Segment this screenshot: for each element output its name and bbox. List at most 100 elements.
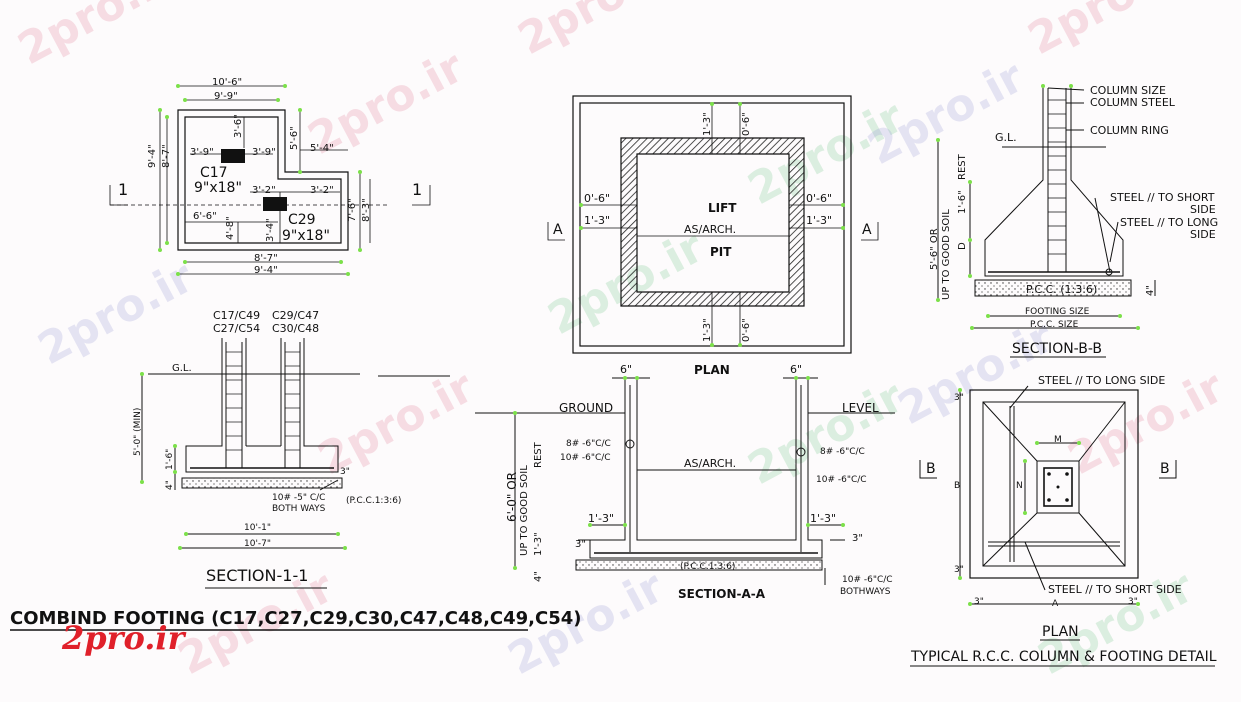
depth-note: 5'-6" OR — [929, 228, 940, 270]
section-title: SECTION-B-B — [1012, 341, 1102, 357]
dim-b: B — [954, 481, 961, 491]
label-column-size: COLUMN SIZE — [1090, 84, 1166, 97]
dim-text: 6" — [620, 363, 633, 376]
dim-text: 3" — [575, 539, 586, 550]
pcc-note: (P.C.C.1:3:6) — [680, 562, 736, 572]
dim-text: 10'-1" — [244, 523, 272, 533]
column-group-label: C29/C47 — [272, 309, 320, 322]
column-group-label: C17/C49 — [213, 309, 261, 322]
column-c29 — [263, 197, 287, 211]
dim-text: 3'-2" — [310, 185, 334, 196]
rebar-note: 10# -5" C/C — [272, 493, 326, 503]
dim-text: 0'-6" — [806, 192, 833, 205]
dim-text: 4" — [1145, 285, 1156, 296]
section-marker: A — [553, 222, 563, 238]
column-size-c29: 9"x18" — [282, 228, 330, 244]
lift-plan-outer — [572, 95, 852, 354]
column-c17 — [221, 149, 245, 163]
dim-text: 4" — [165, 480, 175, 490]
dim-text: 0'-6" — [584, 192, 611, 205]
column-label-c29: C29 — [288, 212, 316, 228]
rebar-note: 8# -6"C/C — [820, 447, 865, 457]
section-marker: 1 — [118, 180, 129, 199]
plan-title: PLAN — [694, 363, 730, 377]
depth-note: UP TO GOOD SOIL — [519, 465, 530, 556]
dim-text: 3" — [1128, 597, 1138, 607]
column-group-label: C30/C48 — [272, 322, 320, 335]
dim-m: M — [1054, 435, 1062, 445]
label-steel-short: STEEL // TO SHORT — [1110, 191, 1215, 204]
section-1-ties — [226, 351, 300, 451]
dim-text: 1'-6" — [165, 448, 175, 470]
pit-label: PIT — [710, 245, 732, 259]
dim-text: 1'-3" — [588, 512, 615, 525]
dim-text: 8'-3" — [361, 198, 372, 222]
label-steel-long: STEEL // TO LONG — [1120, 216, 1219, 229]
dim-text: 3" — [974, 597, 984, 607]
rebar-note: BOTHWAYS — [840, 587, 891, 597]
dim-text: 1'-3" — [584, 214, 611, 227]
rebar-note: 8# -6"C/C — [566, 439, 611, 449]
rest-label: REST — [957, 154, 968, 180]
dim-n: N — [1016, 481, 1023, 491]
dim-text: 7'-6" — [347, 198, 358, 222]
dim-text: 3" — [954, 565, 964, 575]
column-size-c17: 9"x18" — [194, 180, 242, 196]
dim-text: 6'-6" — [193, 211, 217, 222]
dim-text: 1'-3" — [806, 214, 833, 227]
ground-level-label: G.L. — [995, 131, 1017, 144]
drawing-title: COMBIND FOOTING (C17,C27,C29,C30,C47,C48… — [10, 608, 582, 629]
section-marker: A — [862, 222, 872, 238]
dim-text: 3'-9" — [252, 147, 276, 158]
dim-text: 1'-3" — [702, 112, 713, 136]
rebar-note: 10# -6"C/C — [560, 453, 611, 463]
arch-label: AS/ARCH. — [684, 457, 737, 470]
dim-text: 10'-6" — [212, 77, 243, 88]
column-label-c17: C17 — [200, 165, 228, 181]
dim-text: 3'-2" — [252, 185, 276, 196]
ground-label: GROUND — [559, 401, 614, 415]
section-marker: B — [926, 461, 936, 477]
section-marker: B — [1160, 461, 1170, 477]
dim-text: 3'-6" — [233, 114, 244, 138]
pcc-note: P.C.C. (1:3:6) — [1026, 283, 1098, 296]
dim-text: 3" — [954, 393, 964, 403]
dim-text: 8'-7" — [254, 253, 278, 264]
section-bb-outline — [937, 86, 1156, 329]
label-steel-long-side: STEEL // TO LONG SIDE — [1038, 374, 1166, 387]
dim-text: 3'-4" — [265, 218, 276, 242]
rest-label: REST — [533, 442, 544, 468]
section-bb-pcc — [974, 279, 1132, 297]
detail-title: TYPICAL R.C.C. COLUMN & FOOTING DETAIL — [911, 649, 1217, 665]
label-side: SIDE — [1190, 203, 1216, 216]
depth-note: UP TO GOOD SOIL — [941, 209, 952, 300]
dim-text: 9'-4" — [147, 144, 158, 168]
dim-text: 4" — [533, 571, 544, 582]
pcc-size-label: P.C.C. SIZE — [1030, 320, 1079, 330]
dim-text: 3'-9" — [190, 147, 214, 158]
dim-a: A — [1052, 599, 1059, 609]
level-label: LEVEL — [842, 401, 879, 415]
dim-text: 1'-3" — [810, 512, 837, 525]
dim-text: 3" — [340, 467, 350, 477]
label-steel-short-side: STEEL // TO SHORT SIDE — [1048, 583, 1182, 596]
dim-text: 1'-3" — [533, 532, 544, 556]
dim-text: 5'-4" — [310, 143, 334, 154]
dim-text: 5'-6" — [289, 126, 300, 150]
dim-text: 3" — [852, 533, 863, 544]
section-marker: 1 — [412, 180, 423, 199]
dim-text: 8'-7" — [161, 144, 172, 168]
section-1-pcc — [181, 477, 343, 489]
lift-label: LIFT — [708, 201, 737, 215]
dim-text: 5'-0" (MIN) — [133, 407, 143, 456]
dim-text: 9'-9" — [214, 91, 238, 102]
dim-text: 0'-6" — [741, 112, 752, 136]
dim-text: 9'-4" — [254, 265, 278, 276]
rebar-note: BOTH WAYS — [272, 504, 326, 514]
depth-note: 6'-0" OR — [505, 471, 519, 522]
lift-pit-wall — [620, 137, 805, 307]
footing-size-label: FOOTING SIZE — [1025, 307, 1090, 317]
dim-text: 6" — [790, 363, 803, 376]
rebar-note: 10# -6"C/C — [842, 575, 893, 585]
